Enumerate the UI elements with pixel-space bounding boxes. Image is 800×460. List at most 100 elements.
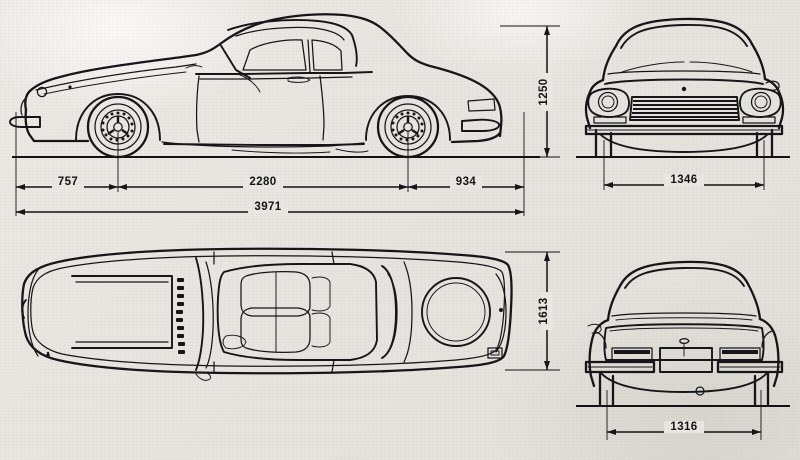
plan-seat-right bbox=[240, 307, 311, 353]
side-rear-screen bbox=[351, 34, 358, 67]
front-headlamp-right bbox=[739, 87, 782, 118]
dimension-rear-overhang: 934 bbox=[408, 176, 524, 190]
side-windscreen bbox=[219, 43, 251, 79]
plan-windscreen-base bbox=[205, 261, 214, 369]
side-body-outline bbox=[24, 13, 503, 138]
view-front-elevation bbox=[576, 17, 790, 159]
rear-boot-lid bbox=[603, 323, 765, 361]
front-a-pillar-left bbox=[601, 44, 618, 82]
dimension-overall-width: 1613 bbox=[538, 252, 553, 370]
plan-body-outline bbox=[21, 247, 513, 375]
dimension-label-front-overhang: 757 bbox=[58, 176, 78, 188]
dimension-label-overall-width: 1613 bbox=[538, 297, 550, 324]
side-underbody bbox=[231, 149, 331, 154]
front-a-pillar-right bbox=[750, 42, 767, 81]
rear-body-shoulder-right bbox=[758, 317, 780, 388]
front-windscreen-lower bbox=[607, 70, 761, 75]
plan-rear-panel bbox=[495, 273, 507, 353]
side-rear-bumper bbox=[461, 118, 500, 132]
dimension-wheelbase: 2280 bbox=[118, 176, 408, 190]
rear-bumper-right bbox=[716, 360, 784, 374]
rear-backlight-lower-inner bbox=[615, 317, 753, 321]
side-rear-lower bbox=[450, 131, 502, 144]
front-wiper-left bbox=[621, 61, 685, 73]
side-wiper bbox=[237, 73, 261, 93]
side-wing-mirror bbox=[185, 65, 203, 69]
side-dimension-extension-lines bbox=[15, 25, 560, 216]
rear-backlight-lower bbox=[611, 312, 757, 317]
side-rear-wheel bbox=[376, 95, 440, 159]
plan-rear-lamp-right bbox=[487, 347, 503, 359]
side-rear-lamp bbox=[467, 98, 496, 112]
dimension-overall-height: 1250 bbox=[538, 26, 553, 157]
plan-hood-badge bbox=[46, 353, 50, 357]
front-hood-line bbox=[604, 78, 764, 85]
rear-bumper-left bbox=[584, 360, 656, 374]
rear-roof bbox=[618, 260, 750, 288]
plan-steering-wheel bbox=[222, 334, 247, 350]
plan-dimension-extension-lines bbox=[505, 251, 560, 371]
rear-mirror-left bbox=[587, 323, 602, 334]
side-door-handle bbox=[287, 76, 311, 83]
side-door-window-front bbox=[242, 39, 307, 71]
dimension-label-overall-length: 3971 bbox=[254, 201, 281, 213]
rear-roof-inner bbox=[624, 266, 745, 289]
rear-tail-lamp-right-fill bbox=[722, 350, 758, 354]
plan-rear-deck-seam bbox=[403, 261, 413, 363]
rear-body-shoulder-left bbox=[588, 318, 610, 388]
side-roofline bbox=[227, 19, 353, 36]
plan-rear-lamp-right-inner bbox=[490, 350, 500, 356]
front-valance bbox=[599, 133, 769, 153]
side-headlamp bbox=[36, 86, 48, 98]
side-door-shut-rear bbox=[319, 75, 325, 141]
view-side-elevation bbox=[9, 13, 540, 159]
plan-cockpit-opening bbox=[216, 263, 378, 361]
plan-rear-deck-edge bbox=[381, 265, 397, 359]
dimension-label-wheelbase: 2280 bbox=[249, 176, 276, 188]
dimension-label-rear-overhang: 934 bbox=[456, 176, 477, 188]
plan-cowl-line bbox=[195, 257, 205, 371]
side-b-pillar bbox=[307, 39, 311, 73]
side-hood-badge bbox=[68, 85, 72, 89]
front-parking-lamp-right bbox=[742, 116, 776, 124]
rear-boot-seam bbox=[609, 327, 759, 332]
dimension-front-overhang: 757 bbox=[16, 176, 118, 190]
side-quarter-window bbox=[311, 39, 343, 71]
plan-seat-back-right bbox=[311, 312, 331, 348]
rear-tail-lamp-right bbox=[719, 347, 761, 361]
plan-seat-left bbox=[240, 271, 311, 317]
dimension-overall-length: 3971 bbox=[16, 201, 524, 215]
plan-hood-outline bbox=[71, 275, 173, 349]
front-body-shoulder bbox=[584, 78, 605, 130]
dimension-rear-track: 1316 bbox=[607, 421, 761, 435]
plan-door-rear-shut-left bbox=[331, 251, 335, 265]
side-beltline bbox=[195, 71, 373, 75]
view-rear-elevation bbox=[576, 260, 790, 408]
rear-valance bbox=[599, 371, 769, 393]
rear-c-pillar-right bbox=[746, 282, 762, 321]
side-roof-inner bbox=[235, 26, 345, 41]
dimension-label-rear-track: 1316 bbox=[670, 421, 697, 433]
front-wiper-right bbox=[689, 61, 753, 73]
view-plan bbox=[21, 247, 513, 381]
rear-licence-plate bbox=[659, 347, 713, 373]
front-bumper bbox=[584, 124, 784, 136]
rear-c-pillar-left bbox=[606, 284, 622, 322]
plan-cowl-vents bbox=[176, 278, 185, 354]
plan-front-bumper bbox=[27, 269, 39, 357]
rear-tail-lamp-left bbox=[611, 347, 653, 361]
front-roof bbox=[614, 17, 754, 48]
dimension-front-track: 1346 bbox=[604, 174, 764, 188]
plan-spare-wheel-well bbox=[421, 277, 491, 347]
side-beltline-inner bbox=[199, 76, 353, 80]
side-grille-edge bbox=[20, 98, 26, 116]
side-hood-seam bbox=[43, 71, 187, 95]
plan-tonneau-inner bbox=[387, 273, 398, 353]
rear-tail-lamp-left-fill bbox=[614, 350, 650, 354]
front-dimension-extension-lines bbox=[603, 140, 765, 190]
side-bonnet-crease bbox=[35, 63, 197, 91]
front-roof-inner bbox=[620, 24, 748, 49]
plan-body-inner bbox=[30, 255, 506, 367]
